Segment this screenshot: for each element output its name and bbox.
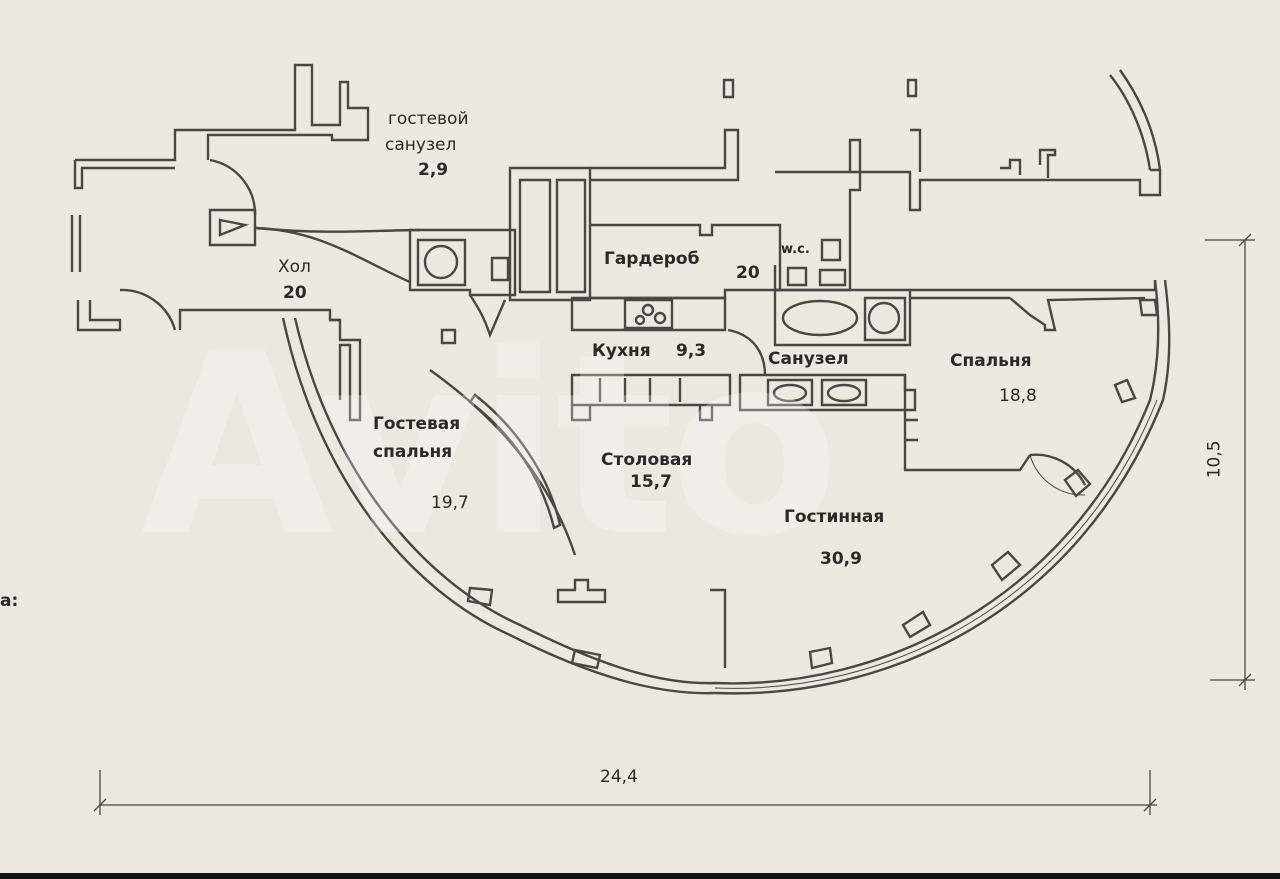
mullion bbox=[466, 586, 494, 607]
mullion bbox=[901, 610, 932, 639]
wardrobe-label: Гардероб bbox=[604, 249, 700, 269]
hall-passage bbox=[254, 226, 421, 284]
kitchen-corner bbox=[570, 405, 714, 422]
bath-basin-round bbox=[867, 301, 901, 335]
kitchen-door bbox=[727, 328, 767, 376]
right-window bbox=[1109, 69, 1162, 171]
dining-area: 15,7 bbox=[630, 472, 672, 492]
side-text: а: bbox=[0, 591, 19, 611]
bedroom-door-arc bbox=[1029, 453, 1087, 486]
hall-lower-wall bbox=[178, 308, 340, 330]
hall-label: Хол bbox=[278, 257, 311, 277]
bathtub bbox=[781, 299, 859, 337]
bottom-edge bbox=[0, 873, 1280, 879]
guest-wc-toilet bbox=[490, 256, 510, 282]
bedroom-wall-step bbox=[903, 375, 1031, 472]
upper-wall bbox=[590, 128, 740, 182]
wc-toilet bbox=[786, 238, 847, 287]
small-pillars bbox=[722, 78, 918, 99]
hall-wall bbox=[75, 63, 370, 162]
living-area: 30,9 bbox=[820, 549, 862, 569]
living-label: Гостинная bbox=[784, 507, 885, 527]
mullion bbox=[570, 648, 602, 670]
dim-width-line bbox=[93, 770, 1157, 815]
shafts bbox=[508, 166, 592, 302]
guest-bedroom-label-line1: Гостевая bbox=[373, 414, 461, 434]
small-square bbox=[440, 328, 457, 345]
hall-area: 20 bbox=[283, 283, 307, 303]
bathroom-label: Санузел bbox=[768, 349, 849, 369]
kitchen-label: Кухня bbox=[592, 341, 651, 361]
wardrobe-area: 20 bbox=[736, 263, 760, 283]
upper-right-wall-2 bbox=[910, 128, 1057, 178]
guest-bedroom-label-line2: спальня bbox=[373, 442, 453, 462]
hall-core bbox=[208, 208, 257, 247]
bedroom-area: 18,8 bbox=[999, 386, 1037, 406]
guest-wc-area: 2,9 bbox=[418, 160, 449, 180]
curved-outer-wall bbox=[293, 279, 1160, 685]
dim-height-line bbox=[1205, 233, 1255, 690]
bath-block bbox=[773, 288, 912, 347]
mullion bbox=[1138, 298, 1159, 317]
guest-wc-label-line2: санузел bbox=[385, 135, 457, 155]
mullion bbox=[1113, 378, 1137, 404]
dimension-width: 24,4 bbox=[600, 767, 638, 787]
kitchen-area: 9,3 bbox=[676, 341, 707, 361]
hall-door-arc-2 bbox=[119, 288, 177, 331]
wc-label: w.c. bbox=[781, 242, 810, 257]
bath-sinks bbox=[738, 373, 907, 412]
bottom-pier bbox=[710, 588, 727, 668]
mullion bbox=[990, 550, 1022, 582]
upper-right-wall bbox=[850, 168, 1162, 212]
mullion bbox=[808, 646, 834, 670]
dining-label: Столовая bbox=[601, 450, 693, 470]
partition-glass bbox=[468, 393, 562, 530]
hall-wall-left bbox=[73, 160, 175, 190]
guest-wc-tub bbox=[416, 238, 467, 287]
kitchen-counter-bottom bbox=[570, 373, 732, 407]
guest-bedroom-wardrobe bbox=[330, 318, 362, 422]
hall-window-left bbox=[70, 215, 82, 272]
bedroom-label: Спальня bbox=[950, 351, 1032, 371]
curved-window-wall bbox=[714, 279, 1171, 695]
hall-door-arc bbox=[209, 158, 257, 216]
column-base bbox=[556, 578, 607, 604]
curved-window-line bbox=[714, 399, 1158, 689]
guest-wc-basin bbox=[423, 244, 459, 280]
bedroom-top-wall bbox=[910, 280, 1157, 332]
curved-inner-wall bbox=[281, 317, 716, 695]
wardrobe-wall bbox=[590, 223, 782, 300]
kitchen-counter-top bbox=[570, 296, 727, 332]
hall-wall-bottom bbox=[76, 300, 122, 332]
dimension-height: 10,5 bbox=[1204, 440, 1225, 479]
mullion bbox=[1063, 468, 1092, 498]
guest-wc-door bbox=[469, 294, 507, 339]
guest-wc-label-line1: гостевой bbox=[388, 109, 469, 129]
bedroom-door-arc-2 bbox=[1029, 454, 1086, 496]
guest-bedroom-area: 19,7 bbox=[431, 493, 469, 513]
